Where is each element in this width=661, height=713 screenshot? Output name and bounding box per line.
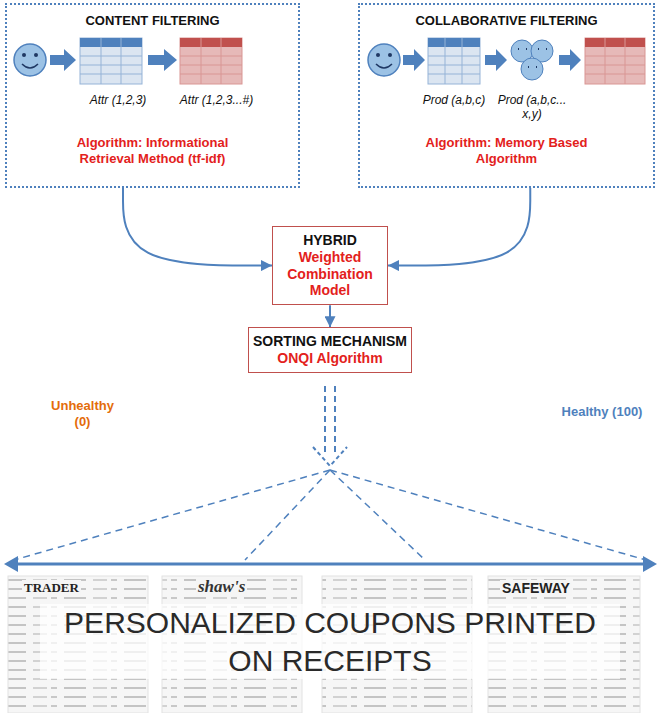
block-arrow xyxy=(148,49,177,71)
dashed-head xyxy=(313,447,347,466)
table-header xyxy=(180,38,242,47)
eye xyxy=(22,53,26,57)
caption-text: PERSONALIZED COUPONS PRINTED ON RECEIPTS xyxy=(40,604,620,679)
block-arrow xyxy=(485,49,507,71)
box-heading: SORTING MECHANISM xyxy=(253,333,407,350)
block-arrow xyxy=(559,49,581,71)
attribute-label: Attr (1,2,3...#) xyxy=(159,93,274,107)
user-face xyxy=(368,44,400,76)
table-header xyxy=(428,38,480,47)
fan-line xyxy=(330,470,646,560)
table-header xyxy=(585,38,645,47)
process-box: HYBRIDWeighted Combination Model xyxy=(272,226,388,305)
table xyxy=(585,38,645,84)
scale-label: Healthy (100) xyxy=(550,404,654,420)
box-body: Weighted Combination Model xyxy=(277,249,383,299)
eyes xyxy=(518,49,547,67)
flow-arrow xyxy=(329,305,331,327)
scale-head xyxy=(4,556,18,572)
smile xyxy=(376,64,392,68)
user-face xyxy=(14,44,46,76)
block-arrow xyxy=(403,49,425,71)
filter-panel: CONTENT FILTERING Attr (1,2,3) Attr (1,2,3… xyxy=(5,3,300,188)
user-group xyxy=(521,58,543,80)
dashed-shaft xyxy=(324,386,326,452)
eye xyxy=(388,53,392,57)
algorithm-label: Algorithm: Informational Retrieval Metho… xyxy=(50,135,255,168)
attribute-label: Attr (1,2,3) xyxy=(83,93,153,107)
table xyxy=(80,38,142,84)
receipts xyxy=(8,576,640,713)
fan-line xyxy=(245,470,330,560)
algorithm-label: Algorithm: Memory Based Algorithm xyxy=(404,135,609,168)
scale-head xyxy=(643,556,657,572)
content-illustration xyxy=(14,38,242,84)
fan-lines xyxy=(14,470,646,560)
table xyxy=(180,38,242,84)
table xyxy=(428,38,480,84)
eye xyxy=(34,53,38,57)
block-arrow xyxy=(50,49,76,71)
scale-bar xyxy=(4,556,657,572)
box-heading: HYBRID xyxy=(277,232,383,249)
table-header xyxy=(80,38,142,47)
table-grid xyxy=(428,38,480,84)
process-box: SORTING MECHANISMONQI Algorithm xyxy=(248,327,412,373)
store-logo: TRADER xyxy=(22,580,81,596)
dashed-shaft xyxy=(334,386,336,452)
flow-arrow xyxy=(123,188,272,266)
filter-panel: COLLABORATIVE FILTERING Prod (a,b,c)Prod … xyxy=(358,3,655,188)
panel-heading: COLLABORATIVE FILTERING xyxy=(360,13,653,28)
scale-label: Unhealthy (0) xyxy=(45,398,120,431)
eye xyxy=(376,53,380,57)
box-body: ONQI Algorithm xyxy=(253,350,407,367)
collaborative-illustration xyxy=(368,38,645,84)
product-label: Prod (a,b,c... x,y) xyxy=(492,93,572,122)
smile xyxy=(22,64,38,68)
product-label: Prod (a,b,c) xyxy=(419,93,489,107)
store-logo: shaw's xyxy=(196,577,247,597)
panel-heading: CONTENT FILTERING xyxy=(7,13,298,28)
table-grid xyxy=(180,38,242,84)
table-grid xyxy=(585,38,645,84)
scale-line xyxy=(16,563,645,566)
flow-arrow xyxy=(388,188,530,266)
dashed-arrow xyxy=(313,386,347,466)
fan-line xyxy=(14,470,330,560)
table-grid xyxy=(80,38,142,84)
store-logo: SAFEWAY xyxy=(500,580,572,596)
